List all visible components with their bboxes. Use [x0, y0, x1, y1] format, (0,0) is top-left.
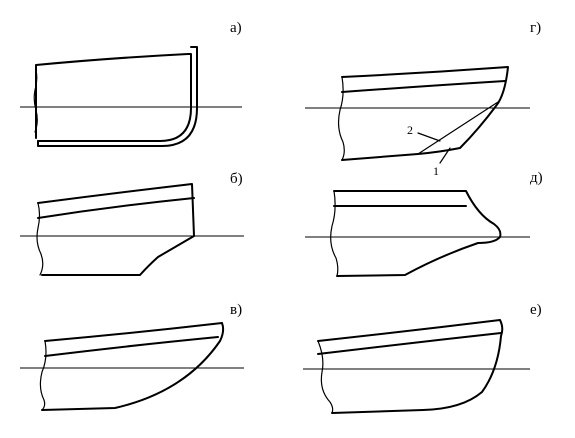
callout-2: 2: [407, 123, 413, 137]
sheer-line: [317, 332, 502, 355]
break-line: [39, 340, 47, 411]
hull-outline: [333, 190, 502, 277]
sheer-line: [37, 197, 195, 219]
sheer-line: [44, 336, 219, 357]
panel-d-label: д): [530, 170, 543, 186]
panel-a-label: а): [230, 20, 242, 36]
stem-bar: [37, 46, 198, 147]
break-line: [337, 76, 345, 161]
break-line: [36, 202, 44, 276]
panel-a: а): [20, 20, 242, 147]
panel-v-label: в): [230, 302, 242, 318]
leader-2: [417, 132, 441, 142]
panel-g-label: г): [530, 20, 541, 36]
panel-g: 2 1 г): [305, 20, 541, 178]
hull-outline: [41, 322, 225, 411]
leader-1: [439, 147, 451, 164]
callout-1: 1: [433, 164, 439, 178]
hull-outline: [341, 66, 509, 161]
panel-e: е): [303, 302, 542, 414]
hull-outline: [37, 183, 195, 276]
break-line: [330, 190, 339, 277]
break-line: [317, 340, 334, 414]
panel-e-label: е): [530, 302, 542, 318]
hull-outline: [317, 319, 504, 414]
stem-line-2: [417, 101, 499, 155]
panel-d: д): [305, 170, 543, 277]
panel-b-label: б): [230, 171, 243, 187]
break-line: [33, 69, 38, 133]
panel-b: б): [20, 171, 244, 276]
hull-outline: [35, 53, 192, 142]
sheer-line: [341, 80, 506, 93]
panel-v: в): [20, 302, 244, 411]
